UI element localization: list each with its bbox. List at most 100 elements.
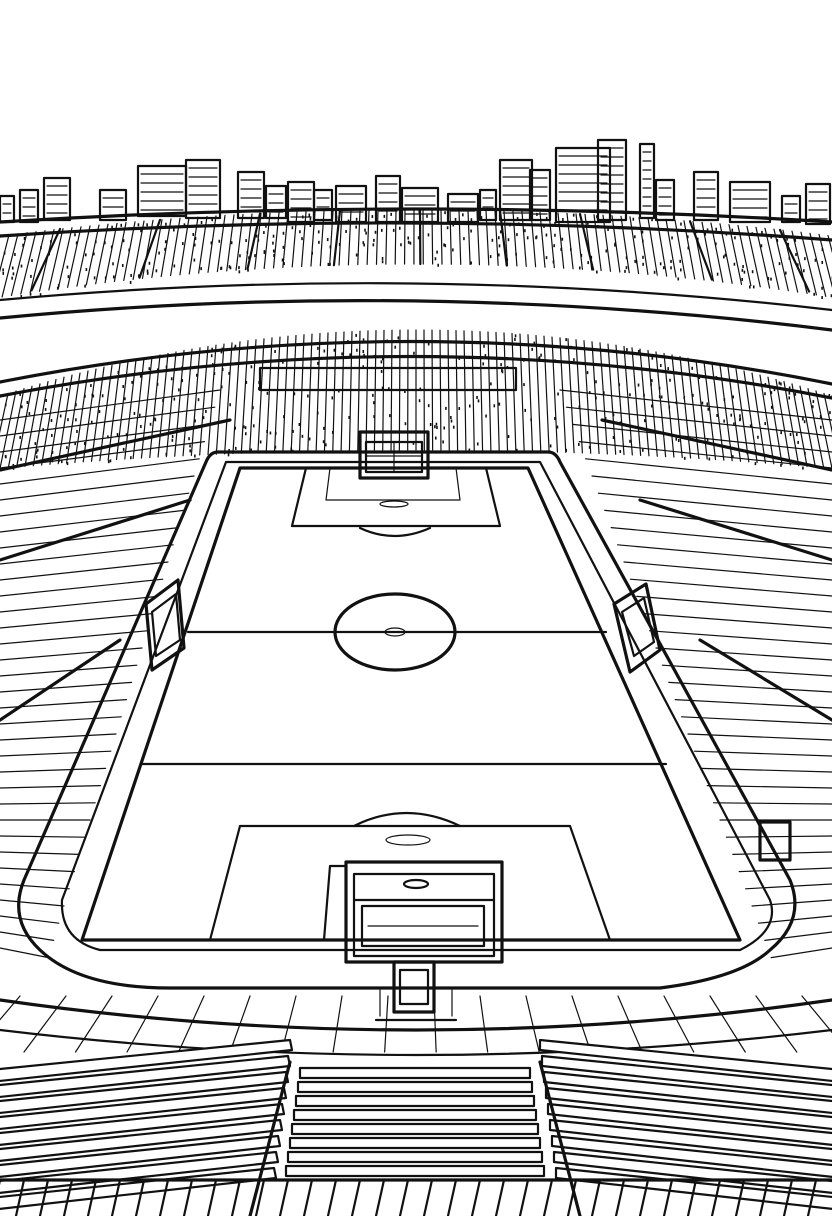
- plaza-tile-line: [571, 995, 592, 1053]
- upper-seat-row: [132, 220, 145, 280]
- spectator-mark: [683, 456, 686, 460]
- spectator-mark: [716, 413, 718, 417]
- lower-seat-row: [340, 331, 345, 452]
- lower-seat-row: [398, 329, 401, 451]
- skyline-building: [98, 188, 128, 222]
- spectator-mark: [788, 256, 791, 260]
- spectator-mark: [715, 376, 718, 380]
- spectator-mark: [814, 258, 817, 262]
- spectator-mark: [569, 247, 572, 251]
- spectator-mark: [668, 405, 671, 409]
- upper-seat-row: [188, 216, 199, 275]
- lower-seat-row: [767, 376, 783, 465]
- spectator-mark: [770, 391, 773, 395]
- spectator-mark: [220, 350, 223, 354]
- spectator-mark: [586, 371, 589, 375]
- lower-seat-row: [7, 388, 25, 469]
- spectator-mark: [308, 437, 311, 441]
- left-stand-row: [0, 681, 133, 693]
- spectator-mark: [11, 276, 13, 280]
- right-stand-row: [680, 716, 832, 725]
- spectator-mark: [349, 353, 351, 357]
- spectator-mark: [659, 262, 662, 266]
- spectator-mark: [829, 411, 831, 415]
- spectator-mark: [112, 262, 114, 266]
- left-stand-row: [0, 883, 70, 890]
- spectator-mark: [12, 272, 15, 276]
- spectator-mark: [642, 262, 644, 266]
- plaza-tile-line: [663, 995, 695, 1053]
- upper-seat-row: [235, 213, 244, 271]
- spectator-mark: [282, 245, 285, 249]
- upper-seat-row: [638, 216, 649, 275]
- spectator-mark: [670, 266, 672, 270]
- upper-seat-row: [566, 212, 574, 270]
- spectator-mark: [178, 388, 180, 392]
- lower-seat-row: [719, 364, 733, 462]
- spectator-mark: [641, 230, 644, 234]
- lower-seat-row: [0, 392, 9, 434]
- spectator-mark: [417, 236, 420, 240]
- lower-seat-row: [107, 362, 121, 461]
- spectator-mark: [140, 229, 142, 233]
- spectator-mark: [557, 392, 559, 396]
- upper-seat-row: [539, 211, 546, 268]
- skyline-building: [312, 188, 334, 222]
- upper-seat-row: [647, 217, 658, 276]
- spectator-mark: [129, 280, 132, 284]
- upper-seat-row: [151, 219, 163, 279]
- spectator-mark: [90, 384, 92, 388]
- lower-seat-row: [282, 335, 289, 453]
- upper-seat-row: [467, 209, 471, 266]
- upper-seat-row: [548, 212, 555, 269]
- spectator-mark: [524, 229, 526, 233]
- spectator-mark: [291, 226, 294, 230]
- spectator-mark: [140, 424, 142, 428]
- right-stand-row: [616, 544, 832, 565]
- spectator-mark: [476, 442, 479, 446]
- right-stand-row: [661, 664, 832, 677]
- spectator-mark: [683, 395, 686, 399]
- spectator-mark: [44, 408, 47, 412]
- spectator-mark: [498, 244, 501, 248]
- right-stand-row: [565, 406, 832, 437]
- spectator-mark: [588, 445, 591, 449]
- lower-seat-row: [290, 334, 297, 453]
- spectator-mark: [545, 233, 548, 237]
- lower-seat-row: [599, 342, 608, 455]
- upper-seat-row: [338, 210, 343, 266]
- upper-seat-row: [521, 211, 527, 267]
- left-stand-row: [0, 475, 195, 501]
- spectator-mark: [538, 358, 541, 362]
- spectator-mark: [12, 463, 15, 467]
- spectator-mark: [587, 221, 589, 225]
- spectator-mark: [266, 391, 269, 395]
- upper-seat-row: [656, 218, 668, 277]
- spectator-mark: [662, 266, 665, 270]
- left-stand-row: [0, 544, 174, 565]
- lower-seat-row: [759, 374, 775, 465]
- spectator-mark: [634, 235, 636, 239]
- plaza-tile-line: [525, 995, 540, 1053]
- spectator-mark: [635, 260, 638, 264]
- spectator-mark: [146, 271, 149, 275]
- right-stand-row: [744, 883, 832, 890]
- lower-seat-row: [190, 347, 201, 456]
- dugouts: [144, 578, 792, 862]
- skyline-building: [18, 188, 40, 224]
- spectator-mark: [470, 218, 473, 222]
- spectator-mark: [780, 382, 782, 386]
- bottom-seat-slat: [686, 1178, 698, 1216]
- lower-seat-row: [307, 333, 313, 452]
- lower-seat-row: [431, 329, 434, 451]
- spectator-mark: [323, 349, 326, 353]
- lower-seat-row: [559, 337, 567, 453]
- spectator-mark: [607, 227, 609, 231]
- spectator-mark: [437, 210, 439, 214]
- plaza-tile-line: [433, 995, 437, 1053]
- spectator-mark: [122, 385, 125, 389]
- spectator-mark: [545, 216, 548, 220]
- spectator-mark: [409, 241, 412, 245]
- plaza-tile-line: [384, 995, 389, 1053]
- spectator-mark: [427, 342, 430, 346]
